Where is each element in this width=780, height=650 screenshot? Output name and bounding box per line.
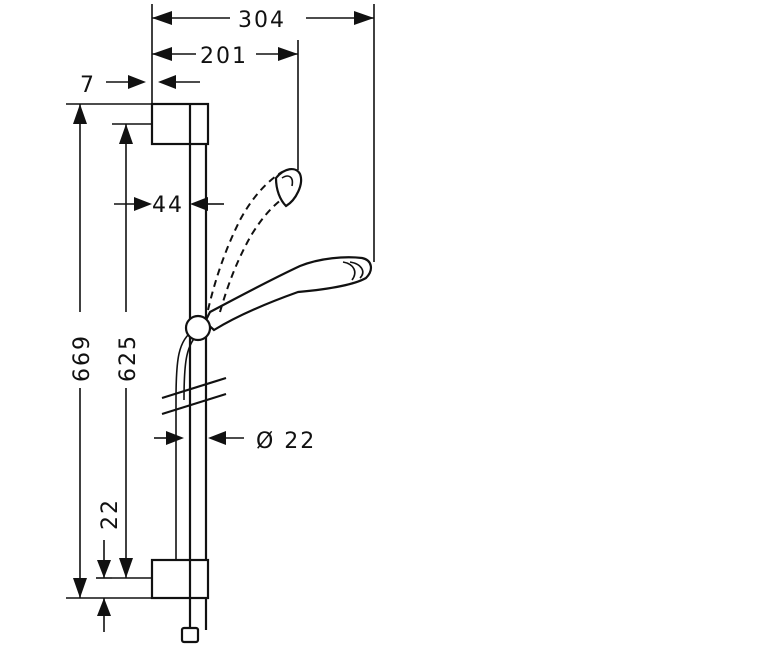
bottom-wall-bracket <box>150 558 210 600</box>
dimension-label-44: 44 <box>152 193 184 218</box>
dimension-diameter: Ø 22 <box>154 429 316 454</box>
dimension-label-669: 669 <box>70 334 95 382</box>
dimension-44: 44 <box>114 193 224 218</box>
dimension-669: 669 <box>66 103 152 599</box>
shower-hose <box>175 329 201 560</box>
dimension-7: 7 <box>80 73 200 98</box>
dimension-label-diameter: Ø 22 <box>256 429 316 454</box>
dimension-label-304: 304 <box>238 8 286 33</box>
hand-shower-alt-position <box>207 168 303 313</box>
dimension-22-bottom: 22 <box>96 498 123 632</box>
hand-shower <box>203 256 372 332</box>
dimension-201: 201 <box>152 40 299 170</box>
break-symbol <box>161 376 227 416</box>
dimension-label-22: 22 <box>98 498 123 530</box>
dimension-625: 625 <box>112 123 152 579</box>
dimension-label-7: 7 <box>80 73 96 98</box>
dimension-label-625: 625 <box>116 334 141 382</box>
slider-knob <box>184 314 212 342</box>
top-wall-bracket <box>150 102 210 146</box>
dimension-label-201: 201 <box>200 44 248 69</box>
shower-rail <box>180 145 208 644</box>
